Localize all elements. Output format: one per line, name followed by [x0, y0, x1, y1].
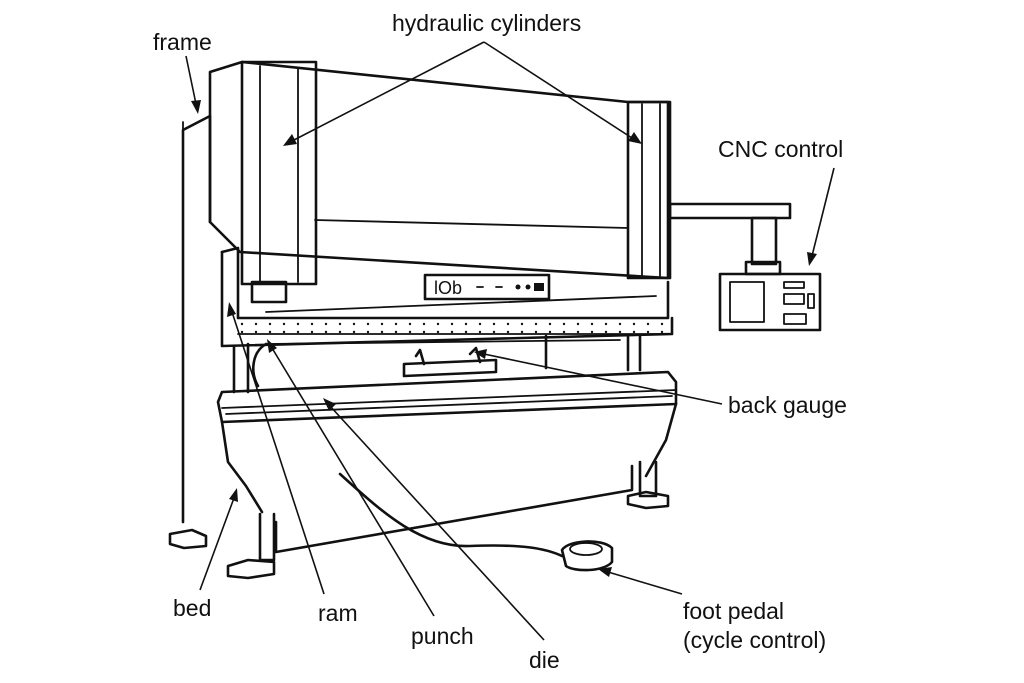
frame-column: [181, 114, 212, 524]
foot-pedal: [338, 472, 614, 572]
label-cnc-control: CNC control: [718, 136, 844, 162]
leader-lines: [185, 41, 835, 641]
panel-readout: lOb: [434, 278, 462, 298]
hydraulic-cylinder-left: [240, 60, 318, 304]
side-guides: [232, 334, 642, 394]
label-frame: frame: [153, 29, 212, 55]
label-die: die: [529, 647, 560, 673]
punch-tool: [252, 339, 621, 388]
label-ram: ram: [318, 600, 358, 626]
label-foot-pedal: foot pedal (cycle control): [683, 597, 826, 655]
label-back-gauge: back gauge: [728, 392, 847, 418]
hydraulic-cylinder-right: [626, 100, 672, 280]
ram-control-panel: lOb: [423, 273, 551, 301]
upper-housing: [208, 60, 670, 280]
machine-feet: [168, 460, 670, 580]
label-bed: bed: [173, 595, 212, 621]
label-foot-pedal-line2: (cycle control): [683, 626, 827, 653]
label-foot-pedal-line1: foot pedal: [683, 598, 785, 624]
ram: [220, 246, 674, 348]
bed: [216, 370, 678, 554]
label-punch: punch: [411, 623, 474, 649]
cnc-control-unit: [668, 202, 822, 332]
label-hydraulic-cylinders: hydraulic cylinders: [392, 10, 582, 36]
back-gauge: [402, 346, 498, 378]
